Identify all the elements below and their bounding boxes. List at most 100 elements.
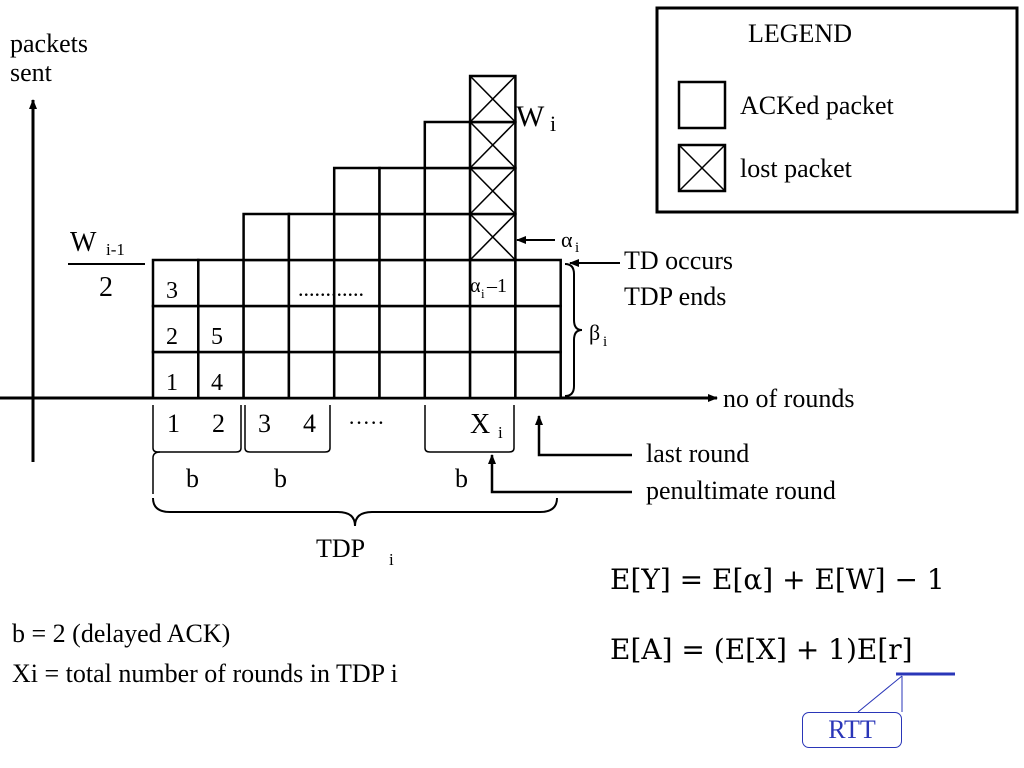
acked-packet-cell [423, 304, 472, 354]
acked-packet-cell [378, 258, 427, 308]
acked-packet-cell [242, 212, 291, 262]
last-round-label: last round [646, 439, 749, 468]
svg-text:α: α [561, 227, 573, 252]
b-label: b [274, 464, 287, 493]
note-total-rounds: Xi = total number of rounds in TDP i [12, 659, 398, 688]
round-ellipsis: ····· [348, 410, 385, 435]
y-axis-label-line2: sent [10, 58, 53, 87]
svg-text:α: α [470, 275, 481, 297]
acked-packet-cell [514, 258, 562, 308]
svg-text:TDP: TDP [316, 534, 365, 563]
lost-packet-cross [469, 121, 516, 169]
equation-ea-er: E[r] [856, 633, 913, 666]
acked-packet-cell [287, 212, 336, 262]
svg-text:i: i [550, 111, 556, 136]
legend-acked-label: ACKed packet [740, 91, 895, 120]
rtt-callout: RTT [802, 712, 902, 748]
acked-packet-cell [242, 304, 291, 354]
svg-text:β: β [589, 320, 600, 345]
svg-text:W: W [70, 227, 97, 258]
penultimate-round-label: penultimate round [646, 476, 836, 505]
svg-text:i-1: i-1 [106, 240, 125, 259]
svg-text:i: i [603, 334, 607, 350]
acked-packet-swatch [677, 80, 727, 130]
equation-ea-left: E[A] = (E[X] + 1) [610, 633, 857, 666]
acked-packet-cell [423, 120, 472, 170]
acked-packet-cell [423, 258, 472, 308]
acked-packet-cell [287, 304, 336, 354]
acked-packet-cell [378, 304, 427, 354]
acked-packet-cell [332, 166, 381, 216]
acked-packet-cell [468, 350, 517, 400]
svg-text:i: i [389, 550, 394, 569]
alpha-label: α i [561, 227, 579, 256]
b-label: b [455, 464, 468, 493]
last-round-arrow [535, 415, 632, 457]
svg-text:–1: –1 [486, 275, 507, 297]
y-axis-label-line1: packets [10, 29, 88, 58]
svg-text:i: i [575, 240, 579, 256]
acked-packet-cell [332, 304, 381, 354]
cell-number: 1 [166, 370, 178, 396]
acked-packet-cell [332, 350, 381, 400]
tdp-ends-label: TDP ends [624, 282, 726, 311]
equation-ea: E[A] = (E[X] + 1)E[r] [610, 633, 913, 666]
cell-number: 5 [211, 324, 223, 350]
acked-packet-cell [514, 304, 562, 354]
acked-packet-cell [378, 166, 427, 216]
round-number: 1 [167, 409, 180, 438]
acked-packet-cell [423, 212, 472, 262]
equation-ey: E[Y] = E[α] + E[W] − 1 [610, 563, 945, 596]
rtt-connector [857, 675, 903, 713]
tdp-brace [152, 497, 558, 527]
lost-packet-cross [469, 167, 516, 215]
round-number: 3 [258, 409, 271, 438]
acked-packet-cell [151, 350, 200, 400]
row-ellipsis: ............ [298, 276, 364, 301]
acked-packet-cell [197, 258, 245, 308]
round-brackets [152, 405, 515, 453]
beta-label: β i [589, 320, 607, 350]
legend-title: LEGEND [748, 19, 852, 48]
acked-packet-cell [378, 212, 427, 262]
svg-text:W: W [516, 100, 545, 133]
packet-grid [151, 74, 562, 400]
note-delayed-ack: b = 2 (delayed ACK) [12, 619, 231, 648]
acked-packet-cell [287, 350, 336, 400]
td-occurs-label: TD occurs [624, 246, 733, 275]
acked-packet-cell [197, 350, 245, 400]
svg-text:i: i [481, 286, 485, 301]
x-i-label: X i [470, 409, 503, 442]
b-brackets [152, 451, 161, 494]
w-i-label: W i [516, 100, 556, 136]
acked-packet-cell [197, 304, 245, 354]
acked-packet-cell [423, 350, 472, 400]
legend: LEGEND ACKed packet lost packet [655, 6, 1019, 214]
acked-packet-cell [514, 350, 562, 400]
x-axis-label: no of rounds [723, 384, 854, 413]
acked-packet-cell [287, 258, 336, 308]
svg-text:i: i [498, 423, 503, 442]
acked-packet-cell [242, 350, 291, 400]
legend-lost-label: lost packet [740, 154, 853, 183]
penultimate-round-arrow [488, 454, 632, 494]
cell-number: 3 [166, 278, 178, 304]
beta-brace [564, 263, 583, 397]
round-number: 4 [303, 409, 316, 438]
svg-text:X: X [470, 409, 490, 440]
w-prev-half-label: W i-1 2 [68, 227, 145, 303]
cell-number: 2 [166, 324, 178, 350]
svg-text:2: 2 [99, 272, 113, 303]
round-number: 2 [212, 409, 225, 438]
acked-packet-cell [332, 212, 381, 262]
acked-packet-cell [242, 258, 291, 308]
alpha-minus-one-label: α i –1 [470, 275, 507, 301]
lost-packet-cross [469, 75, 516, 123]
acked-packet-cell [468, 304, 517, 354]
acked-packet-cell [423, 166, 472, 216]
tdp-label: TDP i [316, 534, 394, 569]
acked-packet-cell [378, 350, 427, 400]
lost-packet-cross [469, 213, 516, 261]
b-label: b [186, 464, 199, 493]
